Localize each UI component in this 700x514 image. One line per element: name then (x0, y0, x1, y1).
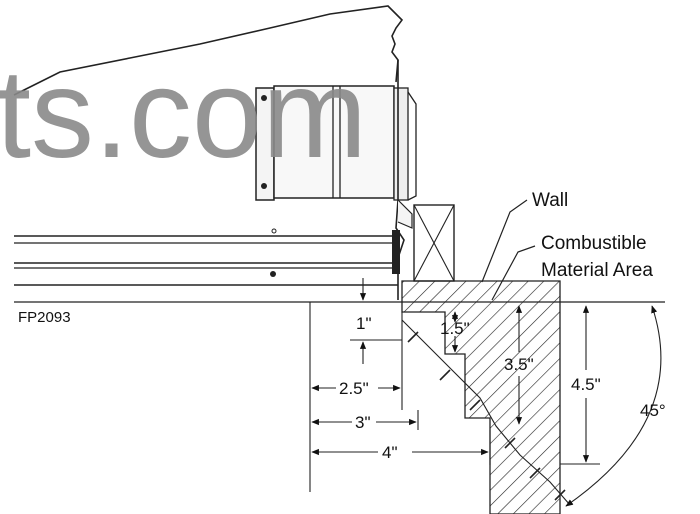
dim-label-1-5: 1.5" (440, 319, 470, 338)
watermark: ts.com (0, 43, 367, 184)
figure-code: FP2093 (18, 309, 71, 326)
label-combustible-2: Material Area (541, 260, 653, 281)
dim-label-angle: 45° (640, 401, 666, 420)
label-wall: Wall (532, 190, 568, 211)
wall-stud (413, 204, 455, 282)
mounting-bracket (255, 85, 417, 201)
dimension-lines (309, 278, 662, 507)
label-combustible-1: Combustible (541, 233, 647, 254)
edge-bracket (397, 199, 413, 229)
step-ticks (407, 331, 566, 501)
dim-label-4: 4" (382, 443, 398, 462)
dim-label-3-5: 3.5" (504, 355, 534, 374)
dim-label-3: 3" (355, 413, 371, 432)
dim-label-1: 1" (356, 314, 372, 333)
leader-combustible (491, 245, 536, 301)
clearance-stepline (401, 319, 571, 506)
dim-label-4-5: 4.5" (571, 375, 601, 394)
dim-label-2-5: 2.5" (339, 379, 369, 398)
leader-wall (481, 199, 528, 283)
unit-housing-outline (13, 5, 404, 96)
combustible-area (401, 280, 561, 514)
